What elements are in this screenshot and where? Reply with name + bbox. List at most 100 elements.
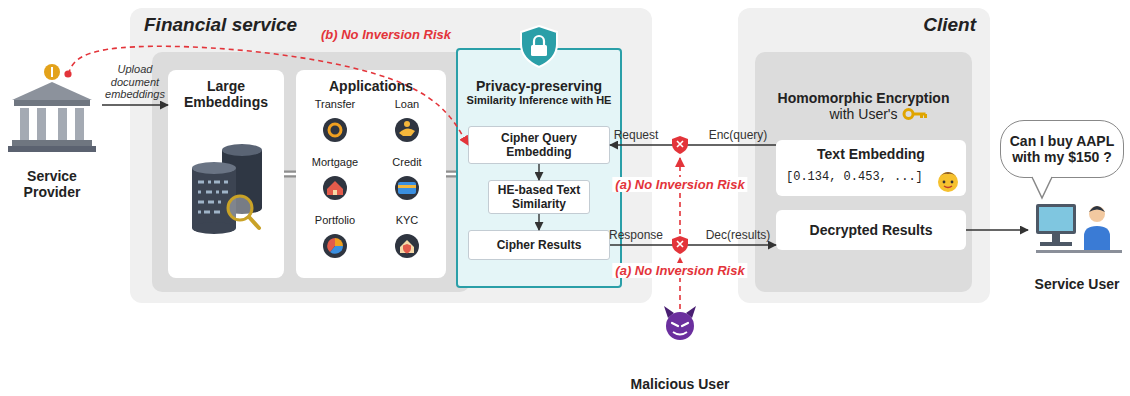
connector [68,46,468,145]
app-icons-part [403,244,411,254]
user-face-icon-part [951,181,954,184]
app-icons-part [327,238,335,252]
bank-icon-part [37,108,46,140]
app-icons-part [323,118,347,142]
bank-icon-part [20,108,29,140]
channel-label: Enc(query) [709,128,768,142]
app-icons-part [404,121,410,127]
app-icons-part [330,246,343,254]
bank-icon-part [58,108,67,140]
node-title: Credit [376,156,438,168]
lock-shield-icon-part [534,36,544,45]
connector-group [446,174,456,175]
app-icons-part [327,181,343,195]
database-icon-part [192,168,236,228]
database-icon-part [192,162,236,174]
user-at-desk-icon-part [1039,207,1073,231]
app-icons-part [323,176,347,200]
node-title: Cipher Results [473,238,605,252]
connector-group [610,245,776,246]
node-title: Can I buy AAPL with my $150 ? [1009,133,1115,165]
lock-shield-icon-part [531,45,547,56]
app-icons-part [398,185,416,188]
edge-label: Response [609,228,663,242]
devil-icon-part [666,312,694,340]
app-icons [323,118,419,258]
user-face-icon-part [943,181,946,184]
storage-box: Large Embeddings [168,70,284,278]
user-face-icon-part [938,172,958,192]
node-title: Large Embeddings [172,78,280,110]
channel-label: Dec(results) [706,228,771,242]
node-title: Text Embedding [786,146,956,162]
app-icons-part [323,234,347,258]
user-at-desk-icon-part [1052,234,1060,242]
process-box: Cipher Query Embedding [468,126,610,164]
bank-icon-part [8,146,96,152]
bank-icon-part [12,82,92,100]
node-title: HE-based Text Similarity [493,183,585,211]
app-icons-part [335,238,343,246]
node-title: Portfolio [304,214,366,226]
connector-group [966,230,1028,231]
node-text: [0.134, 0.453, ...] [786,170,956,184]
blocked-shield-part [677,141,683,147]
node-title: Mortgage [304,156,366,168]
bank-icon-part [14,100,90,106]
edge-label: Upload document embeddings [105,63,165,101]
app-item: Portfolio [304,214,366,260]
client-panel: ClientHomomorphic Encryptionwith User'sT… [738,8,990,303]
user-face-icon [938,172,958,192]
edge-label: (b) No Inversion Risk [318,27,454,42]
edge-label-holder: Request [614,128,659,142]
key-icon-part [904,110,913,119]
user-at-desk-icon-part [1084,226,1110,250]
speech-tail [1032,177,1052,198]
connector [446,171,456,178]
speech-tail-part [1034,176,1051,179]
app-item: KYC [376,214,438,260]
double-line-gap [284,173,296,176]
app-icons-part [399,128,415,136]
database-icon-part [222,150,262,208]
key-icon [904,110,926,119]
bank-icon-part [12,140,92,146]
lock-shield-icon-part [521,26,557,67]
connector-group [539,164,540,180]
database-icon-part [198,182,228,212]
node-text: Similarity Inference with HE [462,94,616,106]
app-icons-part [329,124,341,136]
edge-label-holder: Upload document embeddings [105,63,165,101]
node-title: Loan [376,98,438,110]
devil-icon [664,306,696,340]
edge-label-holder: (b) No Inversion Risk [318,27,454,42]
blocked-shield [672,136,688,254]
bank-icon [8,64,96,152]
actor: Service User [1028,196,1126,292]
label-holder: (a) No Inversion Risk [612,177,747,192]
database-icon-part [228,196,252,220]
node-title: Malicious User [612,376,748,392]
connector [284,171,296,178]
connector [538,214,539,230]
user-at-desk-icon-part [1036,250,1122,253]
connector [966,229,1028,230]
user-at-desk-icon-part [1040,242,1072,246]
devil-icon-part [673,332,687,335]
embedding-box: Text Embedding [0.134, 0.453, ...] [776,140,966,196]
connector-group [539,214,540,230]
apps-box: ApplicationsTransferLoanMortgageCreditPo… [296,70,446,278]
connector-group [68,46,468,145]
connector [610,144,776,145]
result-box: Decrypted Results [776,210,966,250]
label-holder: (a) No Inversion Risk [612,263,747,278]
connector-group [610,145,776,146]
bank-icon-part [75,108,84,140]
user-face-icon-part [944,186,952,188]
label-holder: Enc(query) [709,128,768,142]
app-item: Loan [376,98,438,144]
node-title: Client [752,14,976,36]
node-title: Service User [1028,276,1126,292]
